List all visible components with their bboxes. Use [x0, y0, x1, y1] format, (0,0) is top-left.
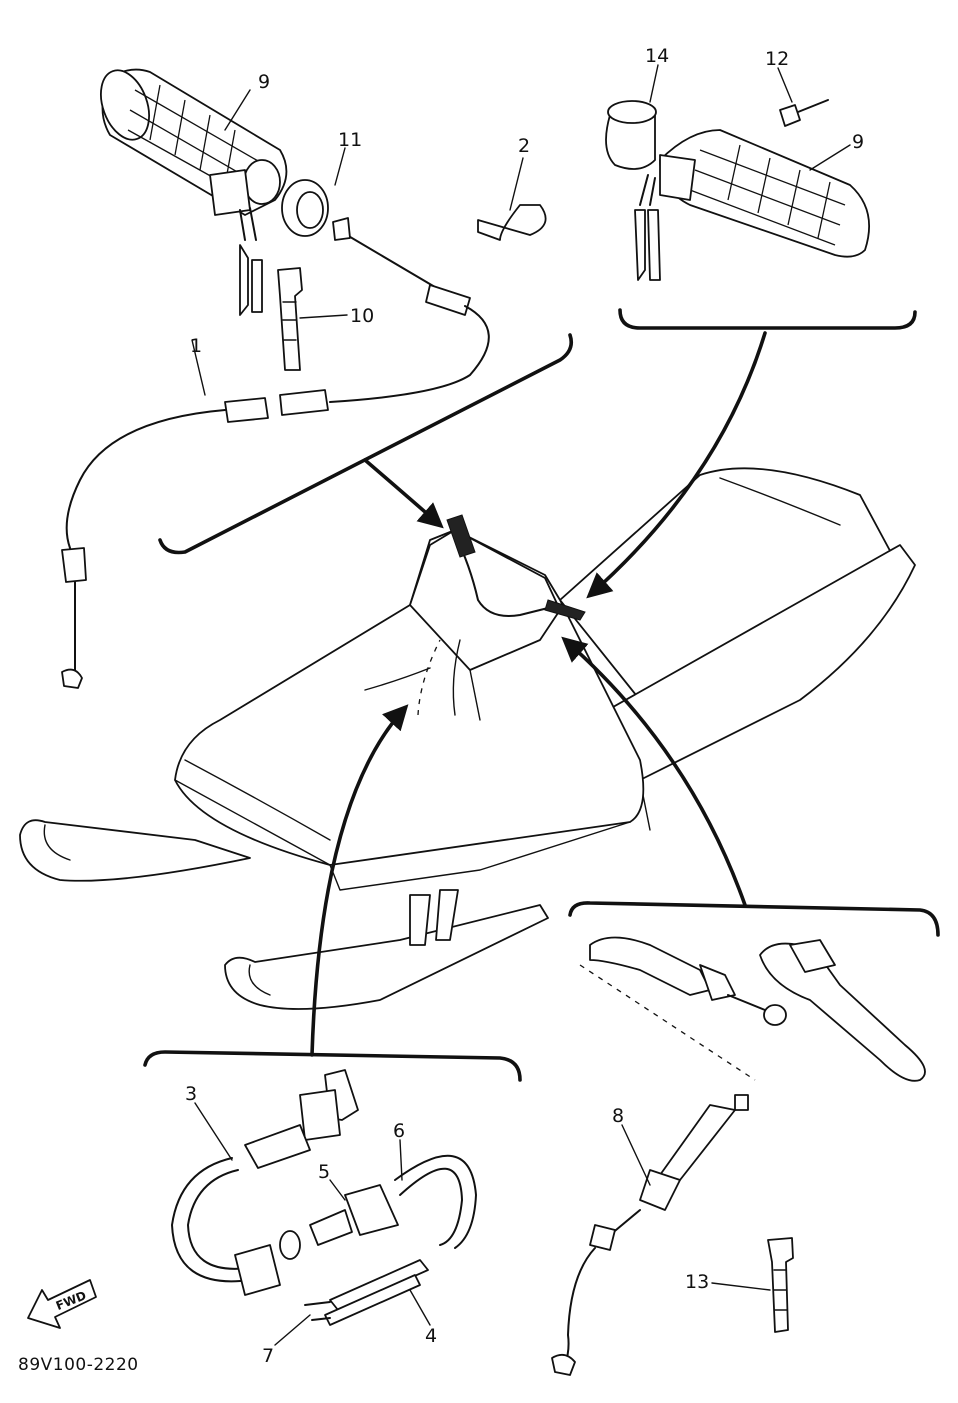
callout-leaders — [194, 64, 851, 1346]
callout-11: 11 — [338, 129, 362, 151]
screw — [779, 99, 829, 127]
callout-12: 12 — [765, 48, 789, 70]
callout-10: 10 — [350, 305, 374, 327]
callout-numbers: 1 2 3 4 5 6 7 8 9 9 10 11 12 13 14 — [185, 45, 864, 1367]
cable-tie-left — [277, 267, 303, 371]
callout-7: 7 — [262, 1345, 274, 1367]
throttle-cable — [61, 217, 490, 689]
callout-2: 2 — [518, 135, 530, 157]
right-grip-assembly — [634, 129, 871, 281]
callout-9-right: 9 — [852, 131, 864, 153]
reference-code: 89V100-2220 — [18, 1355, 139, 1375]
callout-9-left: 9 — [258, 71, 270, 93]
clip — [477, 204, 547, 241]
callout-1: 1 — [190, 335, 202, 357]
callout-3: 3 — [185, 1083, 197, 1105]
brake-lever-group — [551, 936, 926, 1376]
left-grip-assembly — [100, 68, 288, 316]
snowmobile-illustration — [19, 467, 916, 1010]
callout-4: 4 — [425, 1325, 437, 1347]
bar-end-cap — [605, 100, 657, 170]
callout-13: 13 — [685, 1271, 709, 1293]
grip-ring — [281, 179, 329, 237]
callout-8: 8 — [612, 1105, 624, 1127]
callout-6: 6 — [393, 1120, 405, 1142]
group-brackets — [143, 308, 940, 1082]
callout-5: 5 — [318, 1161, 330, 1183]
callout-14: 14 — [645, 45, 669, 67]
fwd-arrow-icon: FWD — [27, 1279, 97, 1329]
fuel-cable-group — [171, 1069, 477, 1326]
